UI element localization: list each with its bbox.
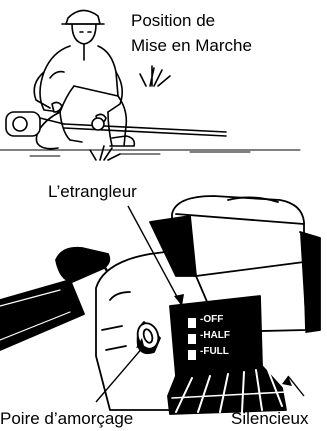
primer-bulb-label: Poire d’amorçage [0,409,134,428]
muffler-label: Silencieux [231,409,309,428]
choke-label: L’etrangleur [48,182,137,201]
choke-position-off: -OFF [200,314,224,325]
caption-line-1: Position de [131,11,216,30]
choke-panel-labels: -OFF -HALF -FULL [200,312,260,360]
caption-line-2: Mise en Marche [131,36,252,55]
starting-position-illustration [0,9,301,161]
choke-position-full: -FULL [200,346,229,357]
choke-position-half: -HALF [200,330,230,341]
